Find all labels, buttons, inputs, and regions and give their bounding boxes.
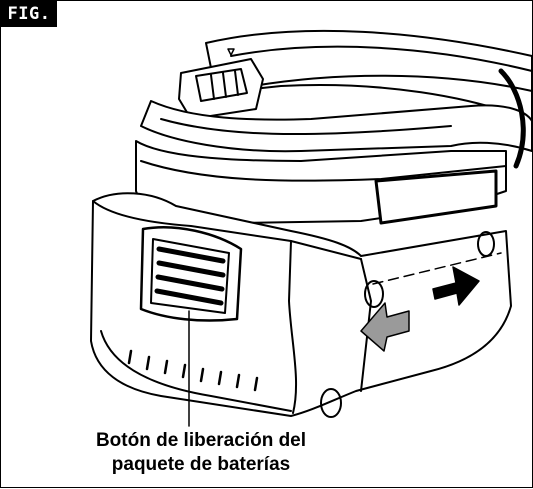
figure-label: FIG. 2 <box>1 1 57 50</box>
dial-switch <box>178 58 264 120</box>
right-curve-edge <box>498 68 526 169</box>
slide-arrows <box>360 266 480 352</box>
battery-foot <box>100 330 292 412</box>
callout-label-line1: Botón de liberación del <box>95 430 307 451</box>
slide-guide-line <box>372 252 502 285</box>
arrow-left-icon <box>360 302 410 352</box>
side-hole-left <box>364 280 384 308</box>
foot-ribs <box>127 349 259 392</box>
arrow-right-icon <box>432 266 480 306</box>
side-hole-lower <box>320 388 342 418</box>
callout-label-line2: paquete de baterías <box>111 454 291 475</box>
adapter-window <box>374 169 498 225</box>
tool-top-edge <box>235 74 533 92</box>
tool-top-ridge <box>230 45 533 72</box>
upper-collar <box>140 100 533 153</box>
release-button <box>139 226 243 322</box>
dial-indicator-icon <box>227 48 235 56</box>
